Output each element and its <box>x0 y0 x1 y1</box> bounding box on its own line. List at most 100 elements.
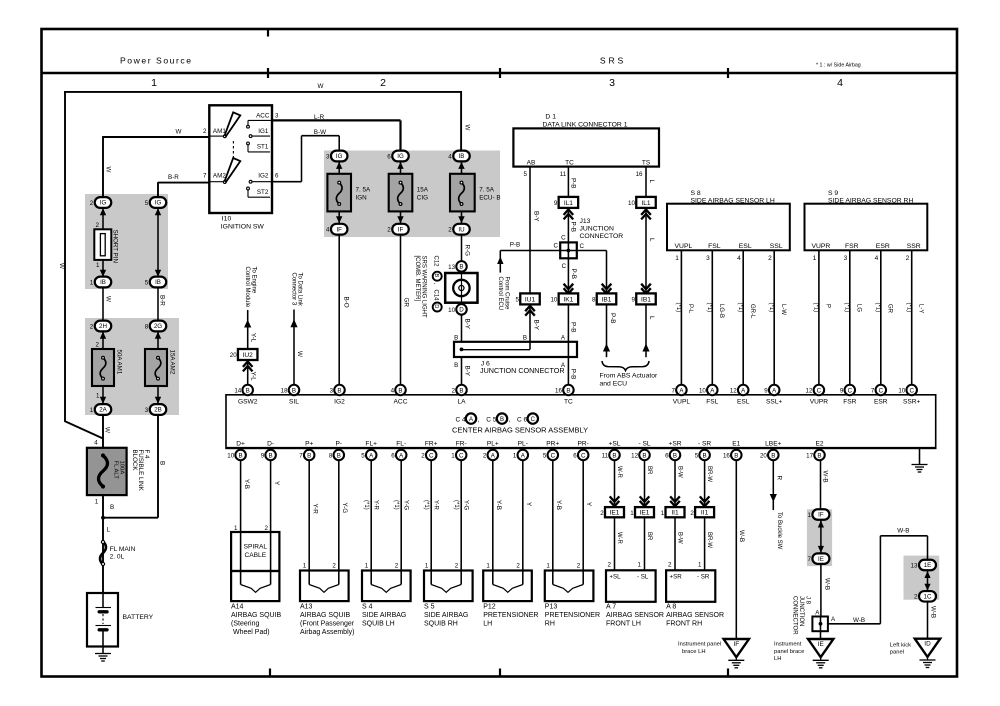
svg-text:CONNECTOR: CONNECTOR <box>580 233 624 240</box>
svg-text:(Front Passenger: (Front Passenger <box>300 621 355 628</box>
svg-text:2: 2 <box>332 562 336 569</box>
svg-text:B-Y: B-Y <box>532 211 539 222</box>
svg-text:A: A <box>831 616 836 623</box>
svg-text:S 4: S 4 <box>362 604 373 611</box>
svg-text:+SR: +SR <box>670 574 683 581</box>
svg-text:Instrument: Instrument <box>774 642 802 648</box>
svg-text:CABLE: CABLE <box>244 552 266 559</box>
svg-text:P13: P13 <box>545 604 558 611</box>
svg-text:JUNCTION: JUNCTION <box>580 226 614 233</box>
svg-text:(*1): (*1) <box>737 303 743 313</box>
svg-text:D+: D+ <box>236 441 245 448</box>
svg-text:FRONT LH: FRONT LH <box>606 620 641 627</box>
svg-text:P12: P12 <box>483 604 496 611</box>
svg-text:BLOCK: BLOCK <box>131 450 138 472</box>
svg-text:JUNCTION CONNECTOR: JUNCTION CONNECTOR <box>480 366 565 375</box>
svg-text:4: 4 <box>326 227 330 234</box>
svg-text:6: 6 <box>665 452 669 459</box>
svg-text:7: 7 <box>871 387 875 394</box>
svg-text:SHORT PIN: SHORT PIN <box>112 230 119 263</box>
svg-text:C: C <box>580 243 585 250</box>
svg-text:Y: Y <box>525 502 532 507</box>
svg-text:IL1: IL1 <box>641 200 650 207</box>
svg-text:Y: Y <box>273 481 280 486</box>
svg-text:6: 6 <box>275 173 279 180</box>
svg-text:2: 2 <box>96 342 100 349</box>
svg-text:A: A <box>561 362 566 369</box>
svg-text:9: 9 <box>840 387 844 394</box>
svg-text:IF: IF <box>336 226 342 233</box>
svg-text:2: 2 <box>387 227 391 234</box>
svg-text:ST2: ST2 <box>257 189 269 196</box>
svg-text:AIRBAG SQUIB: AIRBAG SQUIB <box>231 612 282 619</box>
svg-text:Y-B: Y-B <box>243 479 250 489</box>
svg-text:P-L: P-L <box>687 304 693 314</box>
svg-text:A: A <box>815 609 820 616</box>
svg-text:C: C <box>459 452 464 459</box>
svg-text:RH: RH <box>545 621 555 628</box>
svg-text:,: , <box>478 416 480 423</box>
svg-text:B: B <box>246 387 250 394</box>
svg-text:FR+: FR+ <box>425 441 438 448</box>
svg-text:1: 1 <box>546 562 550 569</box>
svg-text:C: C <box>879 387 884 394</box>
svg-text:+SL: +SL <box>609 574 621 581</box>
svg-text:C: C <box>429 452 434 459</box>
svg-text:B-W: B-W <box>676 532 682 544</box>
svg-text:From ABS Actuator: From ABS Actuator <box>600 372 659 379</box>
svg-text:J13: J13 <box>580 218 591 225</box>
svg-text:1: 1 <box>425 562 429 569</box>
svg-text:B-W: B-W <box>314 129 326 136</box>
svg-text:D: D <box>459 307 464 314</box>
svg-text:P-B: P-B <box>609 313 616 324</box>
svg-text:3: 3 <box>145 407 149 414</box>
svg-text:W: W <box>463 125 470 131</box>
svg-text:7: 7 <box>203 173 207 180</box>
svg-text:100A: 100A <box>119 461 125 475</box>
svg-text:16: 16 <box>723 452 730 459</box>
svg-text:ESR: ESR <box>876 243 890 250</box>
svg-text:18: 18 <box>281 387 288 394</box>
svg-text:2: 2 <box>448 227 452 234</box>
svg-text:B-O: B-O <box>342 297 349 308</box>
svg-text:IE1: IE1 <box>640 510 650 517</box>
svg-text:SQUIB RH: SQUIB RH <box>424 621 458 628</box>
svg-text:IB: IB <box>155 279 161 286</box>
svg-text:A: A <box>491 452 496 459</box>
svg-text:FL ALT: FL ALT <box>113 461 119 480</box>
svg-text:1: 1 <box>151 77 157 89</box>
svg-text:AM1: AM1 <box>213 128 226 135</box>
svg-text:FL-: FL- <box>396 441 406 448</box>
svg-text:L-Y: L-Y <box>918 304 924 313</box>
svg-text:II1: II1 <box>671 510 679 517</box>
svg-text:4: 4 <box>448 153 452 160</box>
svg-text:PRETENSIONER: PRETENSIONER <box>545 612 600 619</box>
svg-text:A13: A13 <box>300 604 313 611</box>
svg-text:3: 3 <box>706 255 710 262</box>
svg-text:SIDE AIRBAG: SIDE AIRBAG <box>362 612 406 619</box>
svg-text:VUPL: VUPL <box>675 243 693 250</box>
svg-text:SSR+: SSR+ <box>903 398 921 405</box>
svg-text:Connector 3: Connector 3 <box>290 273 296 306</box>
svg-text:1: 1 <box>96 393 100 400</box>
svg-text:(*1): (*1) <box>363 500 369 510</box>
svg-text:Instrument panel: Instrument panel <box>678 642 721 648</box>
svg-text:P-B: P-B <box>570 322 577 333</box>
svg-text:L: L <box>648 316 655 320</box>
svg-text:5: 5 <box>524 171 528 178</box>
svg-text:C 5: C 5 <box>486 416 497 423</box>
svg-text:SIL: SIL <box>289 398 299 405</box>
svg-text:FSL: FSL <box>708 243 721 250</box>
svg-text:IU: IU <box>458 226 464 233</box>
svg-text:9: 9 <box>554 200 558 207</box>
svg-text:2. 0L: 2. 0L <box>110 554 125 561</box>
svg-text:C12: C12 <box>433 256 439 268</box>
svg-text:AIRBAG SQUIB: AIRBAG SQUIB <box>300 612 351 619</box>
svg-text:8: 8 <box>329 452 333 459</box>
svg-text:16: 16 <box>636 171 643 178</box>
svg-text:ECU- B: ECU- B <box>479 195 500 202</box>
svg-text:B: B <box>612 452 616 459</box>
svg-text:L: L <box>648 180 655 184</box>
svg-text:B-Y: B-Y <box>463 366 470 377</box>
svg-text:L: L <box>648 238 655 242</box>
